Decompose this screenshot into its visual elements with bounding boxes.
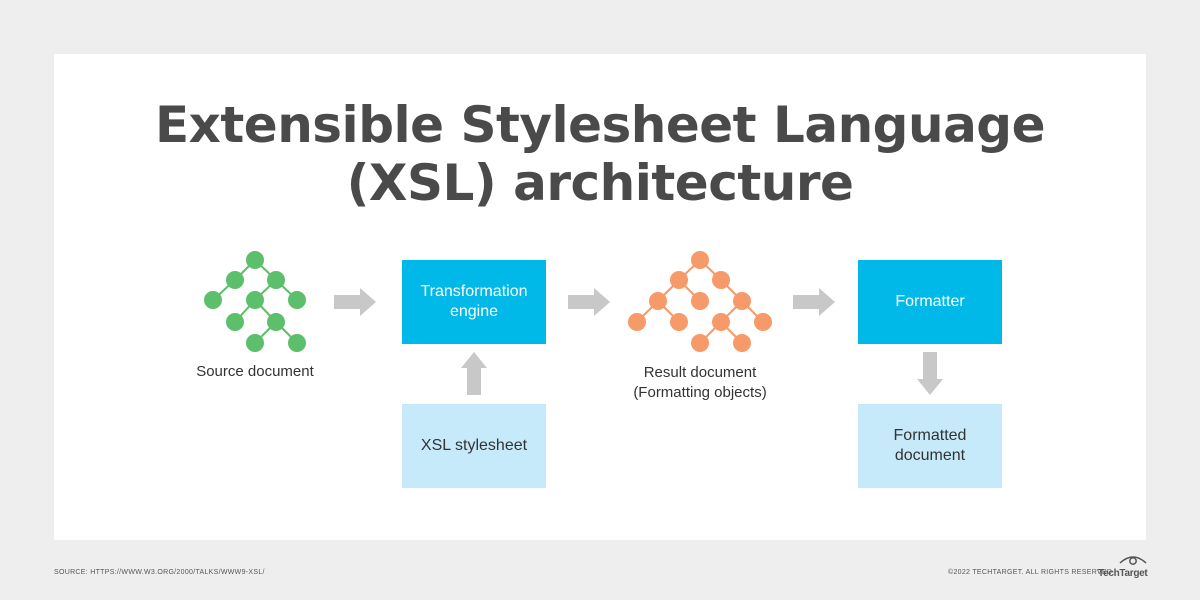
xsl-stylesheet-label: XSL stylesheet (420, 437, 528, 454)
formatted-document-box: Formatted document (858, 404, 1002, 488)
copyright-notice: ©2022 TECHTARGET. ALL RIGHTS RESERVED (948, 569, 1113, 576)
formatted-document-label-line-1: Formatted (893, 427, 967, 444)
transformation-engine-box: Transformation engine (402, 260, 546, 344)
transformation-engine-label-line-2: engine (449, 303, 499, 320)
result-document-caption: Result document (Formatting objects) (600, 363, 800, 403)
diagram-title: Extensible Stylesheet Language (XSL) arc… (54, 96, 1146, 212)
techtarget-logo-icon (1119, 556, 1147, 565)
title-line-1: Extensible Stylesheet Language (154, 96, 1046, 154)
result-document-caption-line-1: Result document (643, 364, 757, 381)
arrow-right-icon (334, 288, 376, 316)
xsl-stylesheet-box: XSL stylesheet (402, 404, 546, 488)
source-document-caption: Source document (196, 363, 314, 380)
result-document-caption-line-2: (Formatting objects) (633, 384, 767, 401)
result-document-tree-icon (628, 251, 772, 352)
arrow-right-icon (793, 288, 835, 316)
source-credit: SOURCE: HTTPS://WWW.W3.ORG/2000/TALKS/WW… (54, 569, 265, 576)
formatter-box: Formatter (858, 260, 1002, 344)
formatted-document-label-line-2: document (894, 447, 966, 464)
techtarget-logo-text: TechTarget (1098, 568, 1148, 579)
source-document-tree-icon (204, 251, 306, 352)
arrow-down-icon (917, 352, 943, 395)
formatter-label: Formatter (895, 293, 965, 310)
transformation-engine-label-line-1: Transformation (420, 283, 528, 300)
arrow-right-icon (568, 288, 610, 316)
title-line-2: (XSL) architecture (346, 154, 854, 212)
arrow-up-icon (461, 352, 487, 395)
